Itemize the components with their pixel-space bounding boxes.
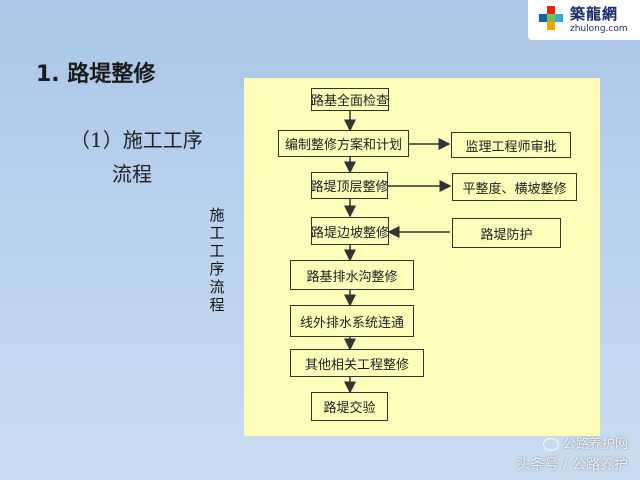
flowchart-arrows (344, 111, 452, 394)
wechat-icon (542, 438, 559, 451)
logo-text: 築龍網 (570, 5, 619, 23)
flow-step-7: 其他相关工程整修 (290, 349, 424, 377)
watermark-line2: 头条号 / 公路养护 (516, 457, 628, 473)
slide-heading: 1. 路堤整修 (36, 62, 156, 87)
flow-step-8: 路堤交验 (311, 392, 388, 421)
flow-step-2: 编制整修方案和计划 (278, 130, 409, 157)
watermark-line1: 公路养护网 (562, 437, 628, 452)
watermark: 公路养护网 头条号 / 公路养护 (516, 433, 628, 474)
side-box-flatness: 平整度、横坡整修 (452, 173, 577, 201)
zhulong-logo: 築龍網 zhulong.com (528, 0, 640, 40)
flow-step-6: 线外排水系统连通 (290, 305, 414, 337)
side-box-approval: 监理工程师审批 (451, 132, 571, 158)
flow-step-1: 路基全面检查 (311, 88, 389, 111)
side-box-protection: 路堤防护 (452, 218, 561, 248)
flow-step-4: 路堤边坡整修 (311, 217, 389, 245)
vertical-label: 施工工序流程 (209, 206, 225, 314)
flow-step-3: 路堤顶层整修 (311, 172, 389, 199)
flow-step-5: 路基排水沟整修 (290, 260, 414, 290)
subheading-line1: （1）施工工序 (70, 128, 203, 152)
logo-cubes-icon (539, 6, 563, 30)
logo-url: zhulong.com (570, 24, 628, 34)
subheading-line2: 流程 (112, 162, 152, 186)
